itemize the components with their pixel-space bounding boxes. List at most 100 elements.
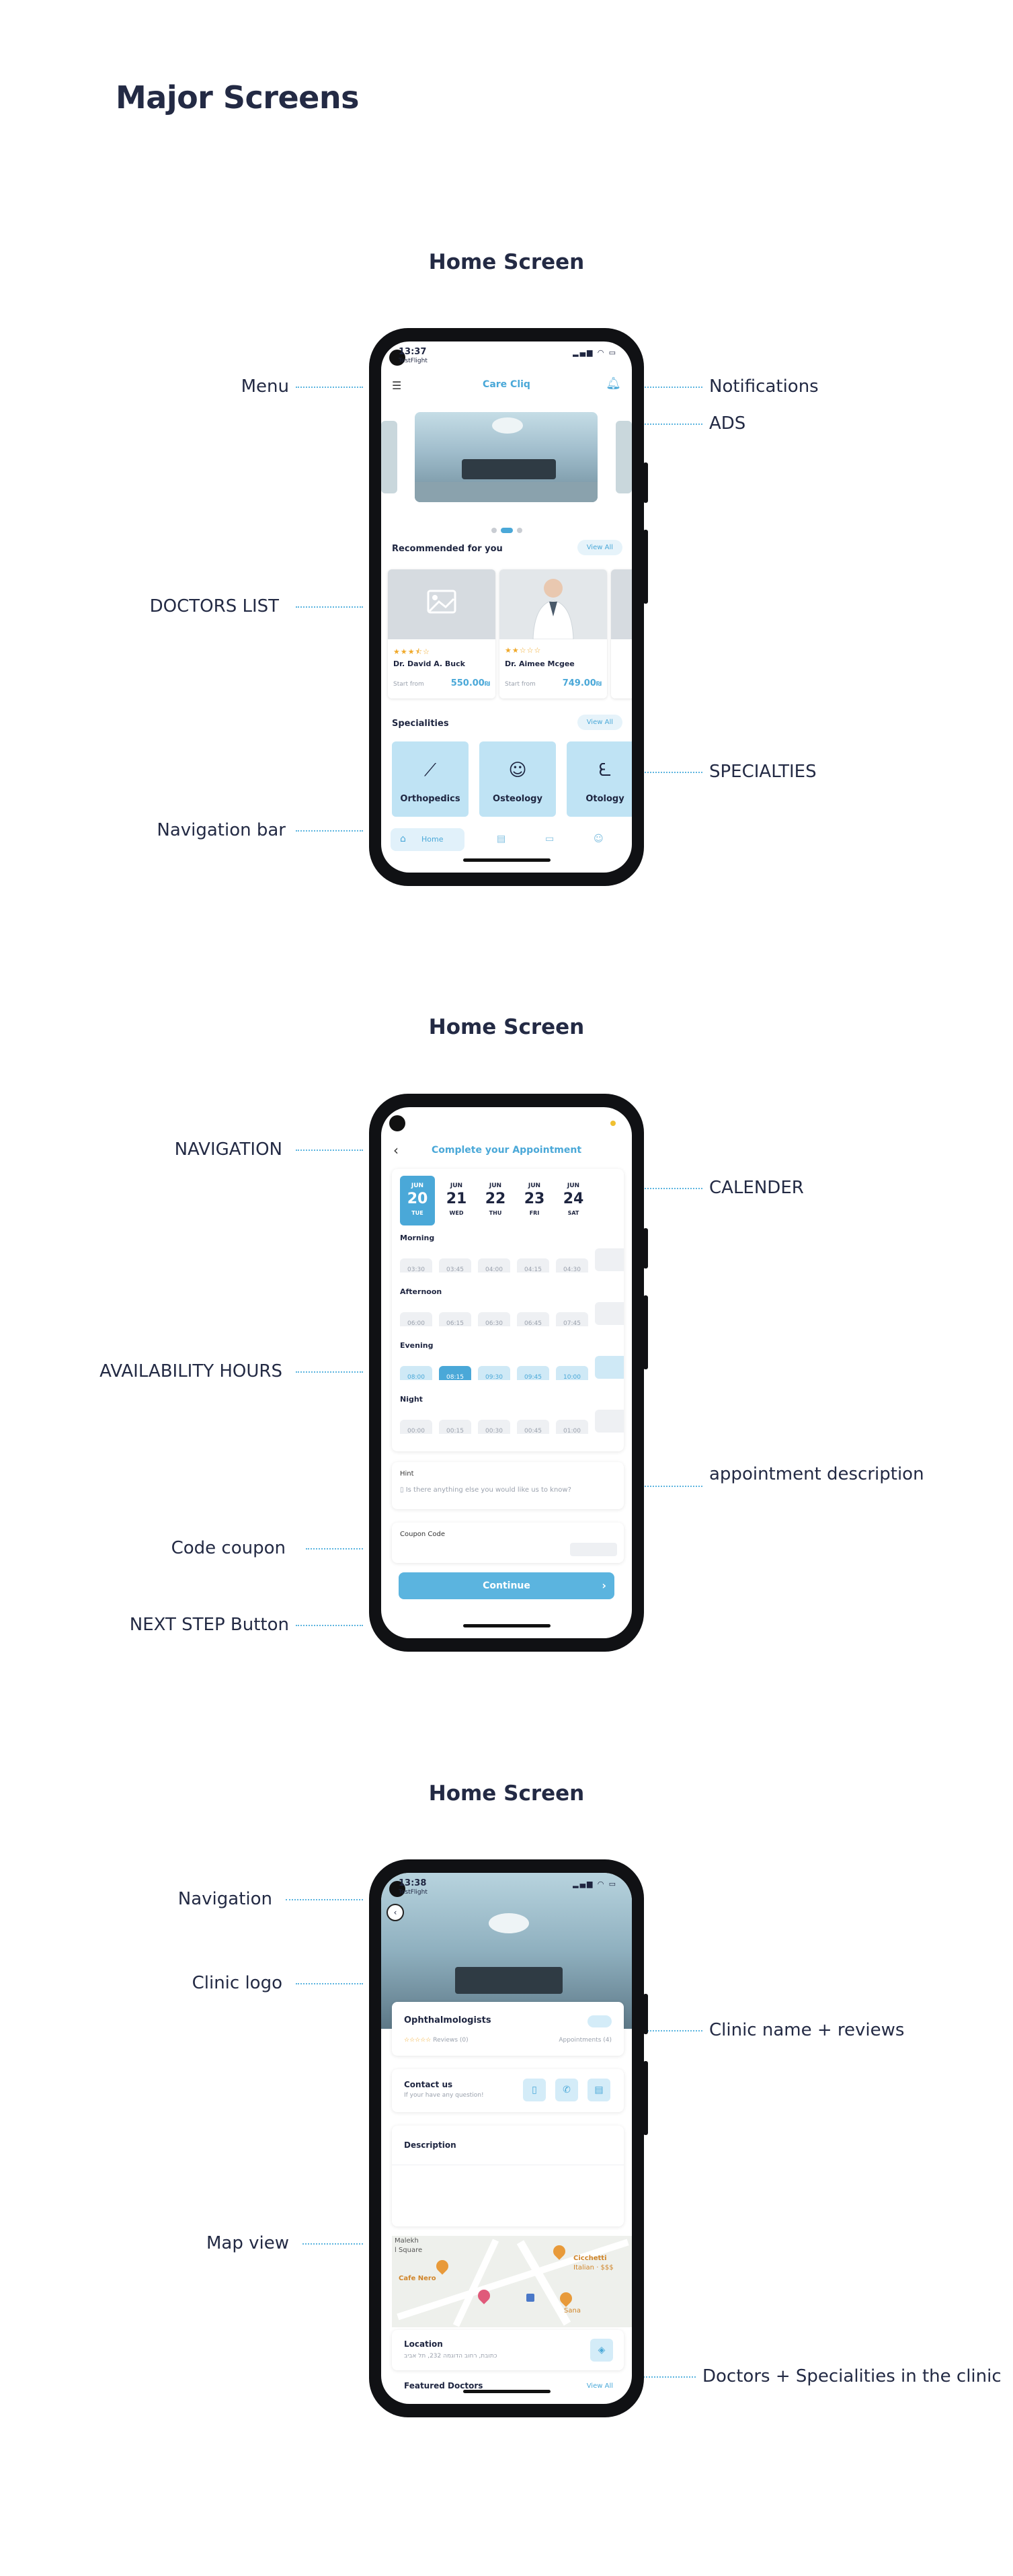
phone-home-screen: 13:37 TestFlight ▂▄▆ ◠ ▭ ☰ Care Cliq 🔔︎ …: [369, 328, 648, 886]
ad-banner[interactable]: [415, 412, 598, 502]
ad-next[interactable]: [616, 421, 632, 493]
image-placeholder-icon: [388, 569, 495, 639]
time-slot[interactable]: 00:00: [400, 1420, 432, 1434]
nav-home[interactable]: ⌂ Home: [391, 828, 464, 851]
coupon-card: Coupon Code: [392, 1523, 624, 1563]
status-icons: ▂▄▆ ◠ ▭: [573, 1880, 617, 1888]
section-title-3: Home Screen: [428, 1781, 585, 1806]
time-slot[interactable]: 06:15: [439, 1312, 471, 1326]
time-slot[interactable]: 07:45: [556, 1312, 588, 1326]
speciality-otology[interactable]: ᘍ Otology: [567, 741, 632, 817]
time-slot[interactable]: 01:00: [556, 1420, 588, 1434]
coupon-apply-button[interactable]: [570, 1543, 617, 1556]
view-all-doctors-button[interactable]: View All: [577, 540, 622, 555]
doctor-photo: [499, 569, 607, 640]
speciality-label: Otology: [585, 794, 624, 804]
annotation-clinic-name-reviews: Clinic name + reviews: [709, 2020, 905, 2040]
doctor-price: 749.00₪: [562, 678, 602, 688]
time-slot[interactable]: 06:45: [517, 1312, 549, 1326]
time-slot[interactable]: 04:15: [517, 1258, 549, 1273]
status-bar: 13:37 TestFlight ▂▄▆ ◠ ▭: [399, 347, 617, 367]
time-slot[interactable]: 09:45: [517, 1366, 549, 1380]
annotation-map-view: Map view: [206, 2233, 289, 2253]
bone-icon: ⟋: [423, 760, 437, 780]
view-all-specialities-button[interactable]: View All: [577, 715, 622, 730]
speciality-label: Osteology: [493, 794, 542, 804]
map-view[interactable]: Malekh l Square Cafe Nero Cicchetti Ital…: [392, 2236, 632, 2327]
bell-icon[interactable]: 🔔︎: [606, 376, 621, 391]
time-slot[interactable]: 03:45: [439, 1258, 471, 1273]
time-slot-partial[interactable]: [595, 1302, 624, 1325]
directions-icon[interactable]: ◈: [590, 2339, 613, 2362]
annotation-doctors-specialities: Doctors + Specialities in the clinic: [702, 2366, 1002, 2386]
chat-icon[interactable]: ▭: [545, 834, 555, 844]
map-label: Italian · $$$: [573, 2264, 614, 2271]
clinic-appointments: Appointments (4): [559, 2037, 612, 2044]
time-slot[interactable]: 00:45: [517, 1420, 549, 1434]
ad-prev[interactable]: [381, 421, 397, 493]
annotation-code-coupon: Code coupon: [171, 1538, 286, 1558]
menu-icon[interactable]: ☰: [392, 379, 402, 392]
continue-button[interactable]: Continue ›: [399, 1572, 614, 1599]
annotation-clinic-logo: Clinic logo: [192, 1973, 282, 1993]
document-icon: ▯: [400, 1486, 406, 1494]
time-slot-partial[interactable]: [595, 1248, 624, 1271]
screen-clinic: 13:38 TestFlight ▂▄▆ ◠ ▭ ‹ Ophthalmologi…: [381, 1873, 632, 2404]
featured-doctors-title: Featured Doctors: [404, 2381, 483, 2390]
map-pin-icon[interactable]: [434, 2257, 451, 2275]
profile-icon[interactable]: ☺: [594, 834, 604, 844]
message-icon[interactable]: ▤: [587, 2079, 610, 2101]
section-title-2: Home Screen: [428, 1015, 585, 1039]
annotation-calender: CALENDER: [709, 1178, 804, 1198]
time-slot[interactable]: 00:15: [439, 1420, 471, 1434]
hint-input[interactable]: ▯ Is there anything else you would like …: [400, 1486, 571, 1494]
view-all-featured-button[interactable]: View All: [586, 2382, 613, 2390]
nav-home-label: Home: [421, 835, 444, 844]
period-night: Night: [400, 1395, 423, 1404]
annotation-ads: ADS: [709, 413, 746, 434]
map-pin-icon[interactable]: [551, 2243, 568, 2260]
speciality-osteology[interactable]: ☺︎ Osteology: [479, 741, 556, 817]
time-slot-partial[interactable]: [595, 1410, 624, 1433]
clinic-logo[interactable]: ‹: [387, 1904, 404, 1921]
description-card: Description: [392, 2126, 624, 2226]
start-from-label: Start from: [393, 681, 424, 688]
time-slot-partial[interactable]: [595, 1356, 624, 1379]
time-slot[interactable]: 06:00: [400, 1312, 432, 1326]
slots-night: 00:00 00:15 00:30 00:45 01:00: [400, 1410, 624, 1434]
specialities-title: Specialities: [392, 719, 449, 729]
slots-morning: 03:30 03:45 04:00 04:15 04:30: [400, 1248, 624, 1273]
time-slot[interactable]: 04:30: [556, 1258, 588, 1273]
rating-stars: ★★☆☆☆: [505, 646, 542, 655]
period-morning: Morning: [400, 1234, 435, 1242]
status-time: 13:37: [399, 347, 427, 357]
speciality-orthopedics[interactable]: ⟋ Orthopedics: [392, 741, 469, 817]
calendar-icon[interactable]: ▤: [497, 834, 506, 844]
time-slot[interactable]: 10:00: [556, 1366, 588, 1380]
clinic-reviews: ☆☆☆☆☆ Reviews (0): [404, 2037, 469, 2044]
time-slot[interactable]: 04:00: [478, 1258, 510, 1273]
app-title: Care Cliq: [483, 379, 530, 390]
appointment-title: Complete your Appointment: [431, 1145, 582, 1156]
time-slot[interactable]: 00:30: [478, 1420, 510, 1434]
time-slot-selected[interactable]: 08:15: [439, 1366, 471, 1380]
doctor-card[interactable]: ★★★⯪☆ Dr. David A. Buck Start from 550.0…: [388, 569, 495, 698]
coupon-input[interactable]: [400, 1543, 563, 1556]
time-slot[interactable]: 08:00: [400, 1366, 432, 1380]
time-slot[interactable]: 03:30: [400, 1258, 432, 1273]
hint-card: Hint ▯ Is there anything else you would …: [392, 1462, 624, 1509]
mobile-icon[interactable]: ▯: [523, 2079, 546, 2101]
doctor-card-partial[interactable]: [611, 569, 632, 698]
time-slot[interactable]: 09:30: [478, 1366, 510, 1380]
back-arrow-icon[interactable]: ‹: [393, 1142, 399, 1158]
status-dot: [610, 1121, 616, 1126]
time-slot[interactable]: 06:30: [478, 1312, 510, 1326]
doctor-card[interactable]: ★★☆☆☆ Dr. Aimee Mcgee Start from 749.00₪: [499, 569, 607, 698]
phone-icon[interactable]: ✆: [555, 2079, 578, 2101]
speciality-label: Orthopedics: [400, 794, 460, 804]
